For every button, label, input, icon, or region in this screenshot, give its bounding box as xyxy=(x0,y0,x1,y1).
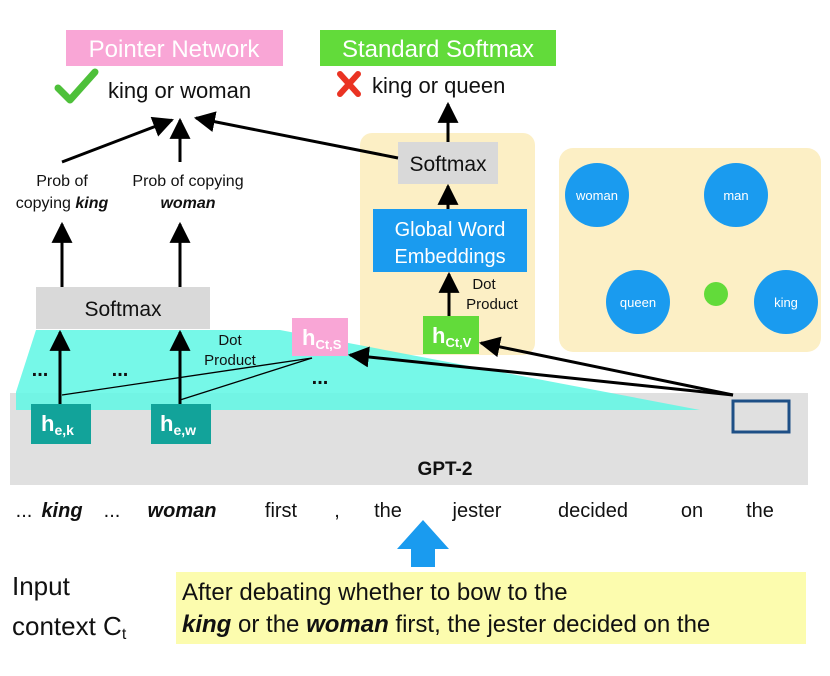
h-ek-box xyxy=(31,404,91,444)
token-9: on xyxy=(681,500,703,522)
input-context-line2: king or the woman first, the jester deci… xyxy=(182,611,711,638)
arrow-prob-king-to-pointer xyxy=(61,116,174,164)
softmax-left-box xyxy=(36,287,210,329)
prob-copy-king-line2: copying king xyxy=(16,195,109,212)
embedding-king-label: king xyxy=(774,295,798,310)
pointer-network-title: Pointer Network xyxy=(89,36,261,63)
input-context-box: After debating whether to bow to the kin… xyxy=(176,572,806,644)
h-ct-v-box xyxy=(423,316,479,354)
token-10: the xyxy=(746,500,774,522)
ellipsis-3: ... xyxy=(312,367,329,389)
token-4: first xyxy=(265,500,298,522)
token-6: the xyxy=(374,500,402,522)
arrows xyxy=(49,101,734,404)
h-ew-label: he,w xyxy=(160,411,196,438)
embedding-king-circle xyxy=(754,270,818,334)
gpt2-label: GPT-2 xyxy=(418,459,473,480)
cross-icon xyxy=(337,71,361,97)
input-up-arrow xyxy=(397,520,449,567)
pointer-network-badge xyxy=(66,30,283,66)
prob-copy-woman-line2: woman xyxy=(160,195,215,212)
arrow-softmax-to-pointer xyxy=(193,111,399,160)
token-3: woman xyxy=(148,500,217,522)
prob-copy-king-line1: Prob of xyxy=(36,173,88,190)
embedding-woman-label: woman xyxy=(575,188,618,203)
token-1: king xyxy=(41,500,82,522)
global-word-embeddings-box xyxy=(373,209,527,272)
h-ek-label: he,k xyxy=(41,411,74,438)
softmax-result: king or queen xyxy=(372,73,505,98)
input-context-line1: After debating whether to bow to the xyxy=(182,579,568,606)
token-5: , xyxy=(334,500,340,522)
arrow-last-to-hcts xyxy=(347,346,734,397)
pointer-result: king or woman xyxy=(108,78,251,103)
token-0: ... xyxy=(16,500,33,522)
embedding-man-label: man xyxy=(723,188,748,203)
softmax-right-box xyxy=(398,142,498,184)
dot-product-right-2: Product xyxy=(466,296,519,313)
prob-copy-woman-line1: Prob of copying xyxy=(132,173,243,190)
global-embeddings-line2: Embeddings xyxy=(394,246,505,268)
check-icon xyxy=(54,68,99,104)
dot-product-left-1: Dot xyxy=(218,332,242,349)
token-2: ... xyxy=(104,500,121,522)
embedding-man-circle xyxy=(704,163,768,227)
input-context-label-line2: context Ct xyxy=(12,611,127,643)
dot-product-right-1: Dot xyxy=(472,276,496,293)
dot-product-left-2: Product xyxy=(204,352,257,369)
token-7: jester xyxy=(452,500,502,522)
embedding-queen-label: queen xyxy=(620,295,656,310)
dot-product-lines xyxy=(61,357,313,401)
embedding-queen-circle xyxy=(606,270,670,334)
softmax-left-label: Softmax xyxy=(84,298,162,321)
embedding-woman-circle xyxy=(565,163,629,227)
ellipsis-1: ... xyxy=(32,359,49,381)
h-ct-s-box xyxy=(292,318,348,356)
arrow-last-to-hctv xyxy=(478,336,734,397)
token-row: ... king ... woman first , the jester de… xyxy=(16,500,774,522)
last-token-box xyxy=(731,399,791,434)
embedding-query-dot xyxy=(704,282,728,306)
input-context-label-line1: Input xyxy=(12,571,70,601)
global-embeddings-line1: Global Word xyxy=(395,219,506,241)
softmax-right-label: Softmax xyxy=(409,153,487,176)
standard-softmax-badge xyxy=(320,30,556,66)
h-ct-s-label: hCt,S xyxy=(302,325,342,352)
h-ew-box xyxy=(151,404,211,444)
token-8: decided xyxy=(558,500,628,522)
ellipsis-2: ... xyxy=(112,359,129,381)
h-ct-v-label: hCt,V xyxy=(432,323,472,350)
standard-softmax-title: Standard Softmax xyxy=(342,36,534,63)
